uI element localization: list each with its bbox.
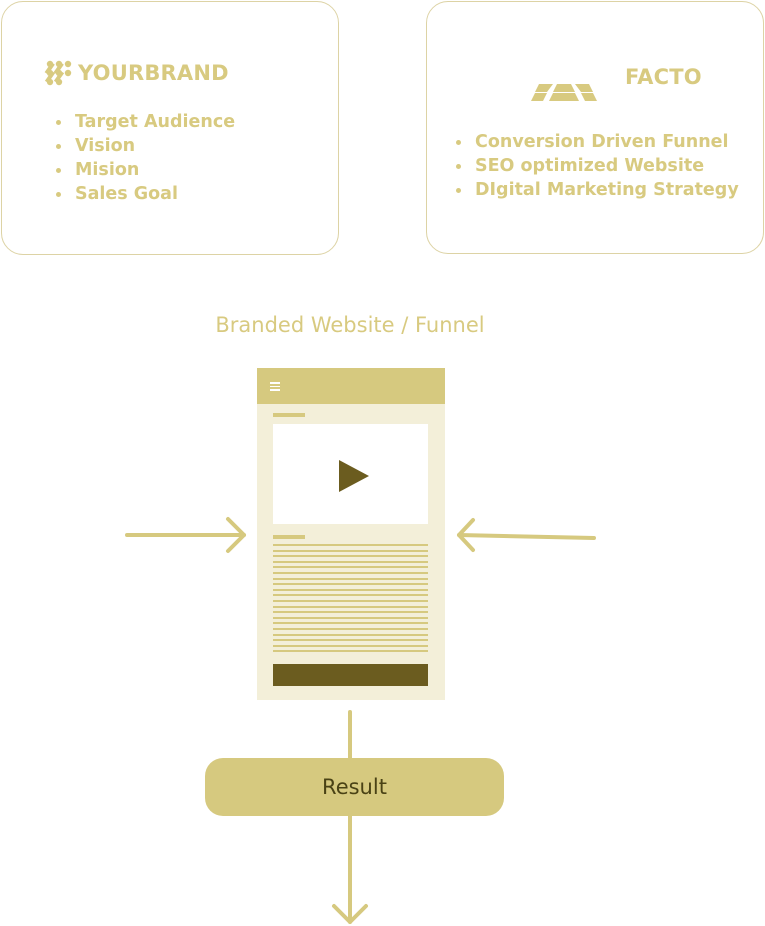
phone-mockup <box>257 368 445 700</box>
result-button[interactable]: Result <box>205 758 504 816</box>
left-arrowhead-icon <box>226 517 246 553</box>
text-line-placeholder <box>273 605 428 608</box>
phone-header <box>257 368 445 404</box>
right-arrowhead-icon <box>457 518 475 552</box>
website-caption: Branded Website / Funnel <box>215 313 485 337</box>
list-item: Mision <box>55 158 235 182</box>
facto-name: FACTO <box>625 65 702 89</box>
text-line-placeholder <box>273 583 428 586</box>
trapezoid-stack-logo-icon <box>531 84 597 101</box>
text-line-placeholder <box>273 611 428 614</box>
list-item: Sales Goal <box>55 182 235 206</box>
text-line-placeholder <box>273 622 428 625</box>
yourbrand-card: YOURBRAND Target Audience Vision Mision … <box>1 1 339 255</box>
facto-feature-list: Conversion Driven Funnel SEO optimized W… <box>455 130 755 202</box>
text-line-placeholder <box>273 644 428 647</box>
text-line-placeholder <box>273 544 428 546</box>
text-line-placeholder <box>273 549 428 552</box>
list-item: Target Audience <box>55 110 235 134</box>
text-line-placeholder <box>273 588 428 591</box>
text-line-placeholder <box>273 577 428 580</box>
right-arrow-line <box>457 533 596 540</box>
list-item: Conversion Driven Funnel <box>455 130 755 154</box>
list-item: Vision <box>55 134 235 158</box>
phone-heading-placeholder <box>273 413 305 417</box>
text-line-placeholder <box>273 572 428 574</box>
text-line-placeholder <box>273 650 428 653</box>
yourbrand-logo: YOURBRAND <box>44 60 229 86</box>
list-item: DIgital Marketing Strategy <box>455 178 755 202</box>
yourbrand-feature-list: Target Audience Vision Mision Sales Goal <box>55 110 235 206</box>
text-line-placeholder <box>273 555 428 558</box>
text-line-placeholder <box>273 628 428 630</box>
text-line-placeholder <box>273 560 428 563</box>
down-arrowhead-icon <box>332 904 368 924</box>
phone-subheading-placeholder <box>273 535 305 539</box>
facto-card: FACTO Conversion Driven Funnel SEO optim… <box>426 1 764 254</box>
hamburger-menu-icon[interactable] <box>270 382 280 391</box>
text-line-placeholder <box>273 566 428 569</box>
text-line-placeholder <box>273 639 428 642</box>
yourbrand-name: YOURBRAND <box>78 61 229 85</box>
list-item: SEO optimized Website <box>455 154 755 178</box>
play-icon[interactable] <box>339 460 369 492</box>
chain-link-logo-icon <box>44 60 72 86</box>
text-line-placeholder <box>273 594 428 597</box>
text-line-placeholder <box>273 616 428 619</box>
text-line-placeholder <box>273 633 428 636</box>
text-line-placeholder <box>273 600 428 602</box>
cta-button-placeholder[interactable] <box>273 664 428 686</box>
